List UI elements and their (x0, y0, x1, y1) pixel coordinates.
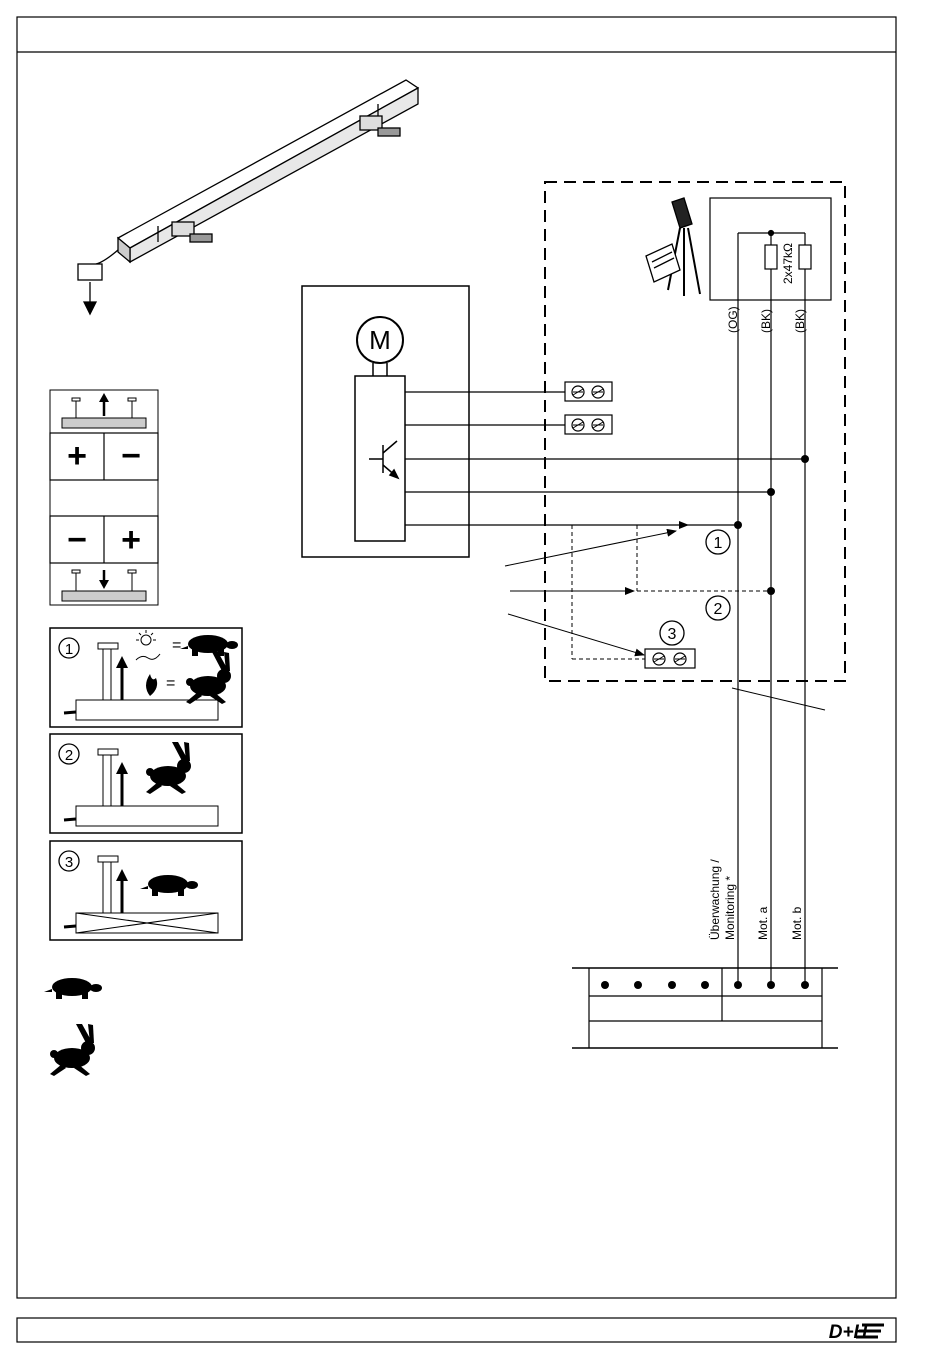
tortoise-icon (180, 635, 238, 656)
callout-2: 2 (706, 596, 730, 620)
hare-icon (186, 652, 231, 704)
connector-cable-icon (646, 198, 700, 296)
option-panel-2: 2 (50, 734, 242, 833)
terminal-block-2 (565, 415, 612, 434)
open-plus-sign: + (67, 437, 87, 475)
footer-bar (17, 1318, 896, 1342)
monitoring-label-line1: Überwachung / (708, 859, 722, 940)
vertical-wires (738, 300, 805, 985)
svg-text:2: 2 (65, 747, 73, 764)
tortoise-icon (140, 875, 198, 896)
open-minus-sign: − (121, 437, 141, 475)
svg-text:1: 1 (65, 641, 73, 658)
svg-text:2: 2 (714, 601, 723, 618)
equals-sign: = (172, 637, 181, 654)
signal-wires (405, 392, 805, 525)
polarity-panel: + − − + (50, 390, 158, 605)
callout-3: 3 (660, 621, 684, 645)
control-unit-terminal-strip (572, 968, 838, 1048)
terminal-block-3 (645, 649, 695, 668)
close-minus-sign: − (67, 521, 87, 559)
chain-actuator-drawing (78, 80, 418, 314)
svg-text:3: 3 (668, 626, 677, 643)
hare-icon (146, 742, 191, 794)
mot-a-label: Mot. a (756, 906, 770, 940)
legend-hare-icon (50, 1024, 95, 1076)
mot-b-label: Mot. b (790, 906, 804, 940)
motor-symbol: M (369, 325, 391, 355)
equals-sign-2: = (166, 675, 175, 692)
resistor-label: 2x47kΩ (781, 243, 795, 284)
page-frame (17, 17, 896, 1298)
svg-text:3: 3 (65, 854, 73, 871)
svg-text:1: 1 (714, 535, 723, 552)
close-plus-sign: + (121, 521, 141, 559)
option-panel-3: 3 (50, 841, 242, 940)
fire-icon (146, 674, 157, 696)
legend-tortoise-icon (44, 978, 102, 999)
terminal-strip-dots (601, 981, 809, 989)
callout-1: 1 (706, 530, 730, 554)
monitoring-label-line2: Monitoring * (723, 876, 737, 940)
terminal-block-1 (565, 382, 612, 401)
resistor-circuit (738, 231, 811, 301)
option-panel-1: 1 = = (50, 628, 242, 727)
option-arrows (505, 531, 825, 710)
sun-wind-icon (136, 630, 160, 660)
